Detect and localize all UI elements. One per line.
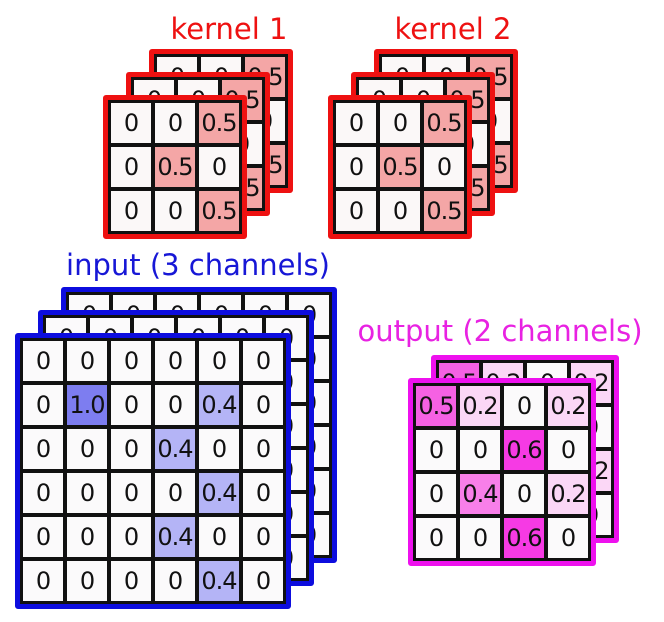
matrix-cell: 0 xyxy=(504,474,544,514)
matrix-cell: 0 xyxy=(23,429,63,469)
matrix-cell: 0 xyxy=(336,103,376,143)
input-title: input (3 channels) xyxy=(66,248,330,282)
matrix-cell: 0 xyxy=(67,429,107,469)
matrix-cell: 0 xyxy=(336,147,376,187)
matrix-cell: 0 xyxy=(243,561,283,601)
matrix-cell: 0 xyxy=(424,147,464,187)
matrix-cell: 0 xyxy=(67,473,107,513)
matrix-cell: 0 xyxy=(380,191,420,231)
matrix-cell: 0 xyxy=(243,385,283,425)
matrix-cell: 0 xyxy=(380,103,420,143)
matrix-cell: 0.4 xyxy=(199,561,239,601)
matrix-cell: 0 xyxy=(243,517,283,557)
matrix-cell: 0 xyxy=(243,473,283,513)
matrix-cell: 0 xyxy=(111,385,151,425)
matrix-cell: 0.5 xyxy=(424,191,464,231)
matrix-cell: 0 xyxy=(336,191,376,231)
matrix-cell: 0 xyxy=(111,429,151,469)
matrix-cell: 0.2 xyxy=(548,386,588,426)
matrix-cell: 0 xyxy=(111,341,151,381)
matrix-cell: 0 xyxy=(67,561,107,601)
matrix-cell: 0.4 xyxy=(199,385,239,425)
matrix-cell: 0 xyxy=(23,341,63,381)
kernel-2-title: kernel 2 xyxy=(394,12,512,46)
matrix-cell: 0.2 xyxy=(460,386,500,426)
matrix-cell: 0 xyxy=(23,473,63,513)
matrix-cell: 0 xyxy=(504,386,544,426)
matrix-cell: 0 xyxy=(111,517,151,557)
matrix-cell: 0.5 xyxy=(416,386,456,426)
matrix-cell: 0 xyxy=(243,429,283,469)
matrix-cell: 0 xyxy=(23,385,63,425)
matrix-cell: 0 xyxy=(111,103,151,143)
matrix-cell: 0.6 xyxy=(504,430,544,470)
matrix-cell: 0 xyxy=(155,103,195,143)
matrix-cell: 0 xyxy=(155,341,195,381)
matrix-cell: 0 xyxy=(67,341,107,381)
matrix-cell: 0 xyxy=(416,474,456,514)
matrix-cell: 0 xyxy=(23,561,63,601)
matrix-cell: 0.5 xyxy=(424,103,464,143)
matrix-cell: 0.5 xyxy=(380,147,420,187)
matrix-cell: 0.5 xyxy=(155,147,195,187)
matrix-cell: 0.6 xyxy=(504,518,544,558)
matrix-cell: 0.4 xyxy=(155,429,195,469)
matrix-cell: 0 xyxy=(155,473,195,513)
matrix-cell: 0 xyxy=(199,147,239,187)
matrix-cell: 0 xyxy=(155,561,195,601)
matrix-cell: 0 xyxy=(199,429,239,469)
matrix-cell: 0 xyxy=(199,517,239,557)
matrix-cell: 0 xyxy=(155,191,195,231)
matrix-cell: 0 xyxy=(155,385,195,425)
kernel-1-title: kernel 1 xyxy=(170,12,288,46)
matrix-cell: 0.4 xyxy=(199,473,239,513)
output-title: output (2 channels) xyxy=(357,314,643,348)
matrix-cell: 0 xyxy=(111,191,151,231)
matrix-cell: 0.4 xyxy=(460,474,500,514)
matrix-cell: 0 xyxy=(416,518,456,558)
matrix-cell: 0.2 xyxy=(548,474,588,514)
matrix-cell: 0.5 xyxy=(199,191,239,231)
matrix-cell: 0 xyxy=(23,517,63,557)
matrix-cell: 0 xyxy=(111,147,151,187)
matrix-cell: 0 xyxy=(416,430,456,470)
matrix-cell: 1.0 xyxy=(67,385,107,425)
matrix-cell: 0 xyxy=(199,341,239,381)
matrix-cell: 0 xyxy=(111,561,151,601)
matrix-cell: 0 xyxy=(548,518,588,558)
matrix-cell: 0 xyxy=(111,473,151,513)
matrix-cell: 0.5 xyxy=(199,103,239,143)
matrix-cell: 0 xyxy=(243,341,283,381)
matrix-cell: 0 xyxy=(67,517,107,557)
matrix-cell: 0 xyxy=(460,518,500,558)
matrix-cell: 0.4 xyxy=(155,517,195,557)
matrix-cell: 0 xyxy=(548,430,588,470)
matrix-cell: 0 xyxy=(460,430,500,470)
